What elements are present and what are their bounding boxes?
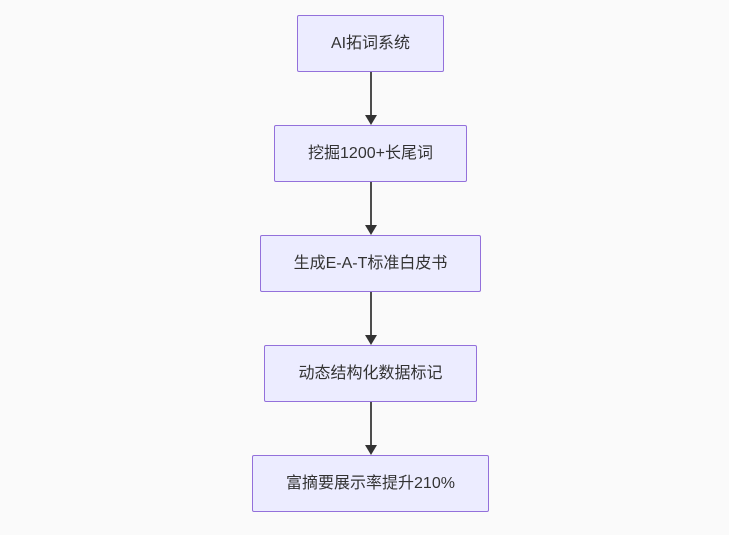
node-label: 挖掘1200+长尾词 [308,144,433,162]
node-label: AI拓词系统 [330,34,411,52]
flowchart-column: AI拓词系统 挖掘1200+长尾词 生成E-A-T标准白皮书 动态结构化数据标记 [252,15,489,512]
arrowhead-down-icon [364,115,377,125]
arrowhead-down-icon [364,335,377,345]
node-label: 生成E-A-T标准白皮书 [293,254,448,272]
flowchart-node-step-5: 富摘要展示率提升210% [252,455,489,512]
arrow-shaft [369,182,372,226]
arrow-shaft [369,402,372,446]
flow-arrow-4-5 [364,402,377,455]
flowchart-node-step-1: AI拓词系统 [296,15,445,72]
arrow-shaft [369,72,372,116]
arrow-shaft [369,292,372,336]
flow-arrow-1-2 [364,72,377,125]
arrowhead-down-icon [364,445,377,455]
flow-arrow-3-4 [364,292,377,345]
node-label: 富摘要展示率提升210% [286,474,455,492]
flow-arrow-2-3 [364,182,377,235]
arrowhead-down-icon [364,225,377,235]
flowchart-node-step-4: 动态结构化数据标记 [264,345,477,402]
flowchart-node-step-3: 生成E-A-T标准白皮书 [259,235,482,292]
node-label: 动态结构化数据标记 [298,364,443,382]
flowchart-node-step-2: 挖掘1200+长尾词 [274,125,467,182]
